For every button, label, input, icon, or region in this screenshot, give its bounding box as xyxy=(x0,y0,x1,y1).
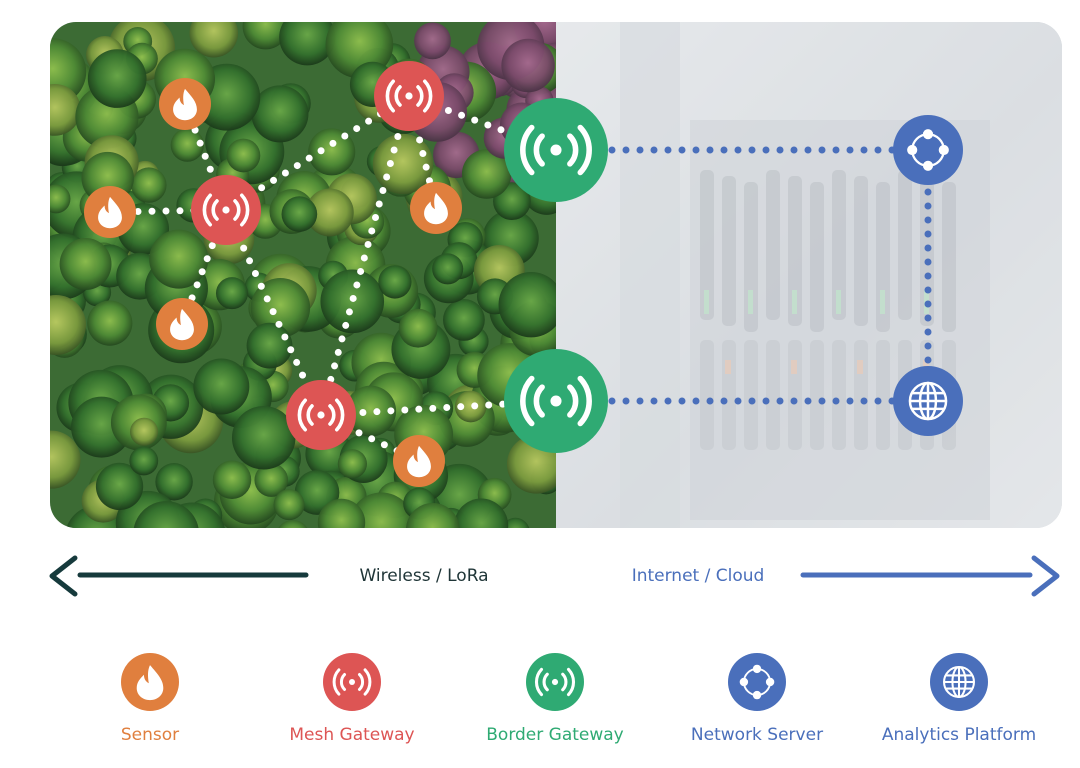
wireless-link xyxy=(317,92,413,419)
cloud-label: Internet / Cloud xyxy=(632,566,765,586)
network-nodes xyxy=(84,61,963,487)
legend-item-network-server: Network Server xyxy=(691,653,823,745)
legend-label: Mesh Gateway xyxy=(289,725,414,745)
flame-icon xyxy=(407,445,431,478)
cloud-direction-arrow xyxy=(800,555,1060,597)
sensor-node xyxy=(410,182,462,234)
wireless-direction-arrow xyxy=(49,555,309,597)
wireless-link xyxy=(222,92,413,214)
network-ring-icon xyxy=(907,129,949,171)
flame-icon xyxy=(98,196,122,229)
analytics-platform-node xyxy=(893,366,963,436)
wireless-link xyxy=(222,206,325,419)
mesh-gateway-node xyxy=(286,380,356,450)
legend-label: Network Server xyxy=(691,725,823,745)
flame-icon xyxy=(136,665,164,701)
network-ring-icon xyxy=(739,664,775,700)
network-server-node xyxy=(893,115,963,185)
legend-label: Analytics Platform xyxy=(882,725,1036,745)
broadcast-icon xyxy=(520,375,592,427)
legend-item-mesh-gateway: Mesh Gateway xyxy=(289,653,415,745)
sensor-node xyxy=(159,78,211,130)
broadcast-icon xyxy=(520,124,592,176)
legend-icon-border-gateway xyxy=(526,653,584,711)
legend-item-border-gateway: Border Gateway xyxy=(486,653,624,745)
legend-icon-mesh-gateway xyxy=(323,653,381,711)
legend-label: Sensor xyxy=(121,725,179,745)
legend-label: Border Gateway xyxy=(486,725,624,745)
sensor-node xyxy=(156,298,208,350)
flame-icon xyxy=(170,308,194,341)
broadcast-icon xyxy=(534,667,576,697)
network-server-node-circle xyxy=(893,115,963,185)
broadcast-icon xyxy=(202,193,250,227)
mesh-gateway-node xyxy=(191,175,261,245)
broadcast-icon xyxy=(332,668,372,696)
flame-icon xyxy=(173,88,197,121)
mesh-gateway-node xyxy=(374,61,444,131)
legend-item-sensor: Sensor xyxy=(121,653,179,745)
forest-background xyxy=(50,22,556,528)
legend-item-analytics-platform: Analytics Platform xyxy=(882,653,1036,745)
wireless-label: Wireless / LoRa xyxy=(359,566,488,586)
flame-icon xyxy=(424,192,448,225)
sensor-node xyxy=(393,435,445,487)
legend-icon-analytics-platform xyxy=(930,653,988,711)
border-gateway-node xyxy=(504,349,608,453)
wireless-link xyxy=(317,411,423,465)
legend: Sensor Mesh Gateway Border Gateway Network … xyxy=(121,653,1036,745)
globe-icon xyxy=(908,381,948,421)
broadcast-icon xyxy=(297,398,345,432)
legend-icon-network-server-circle xyxy=(728,653,786,711)
globe-icon xyxy=(943,666,975,698)
legend-icon-network-server xyxy=(728,653,786,711)
legend-icon-sensor xyxy=(121,653,179,711)
sensor-node xyxy=(84,186,136,238)
border-gateway-node xyxy=(504,98,608,202)
broadcast-icon xyxy=(385,79,433,113)
